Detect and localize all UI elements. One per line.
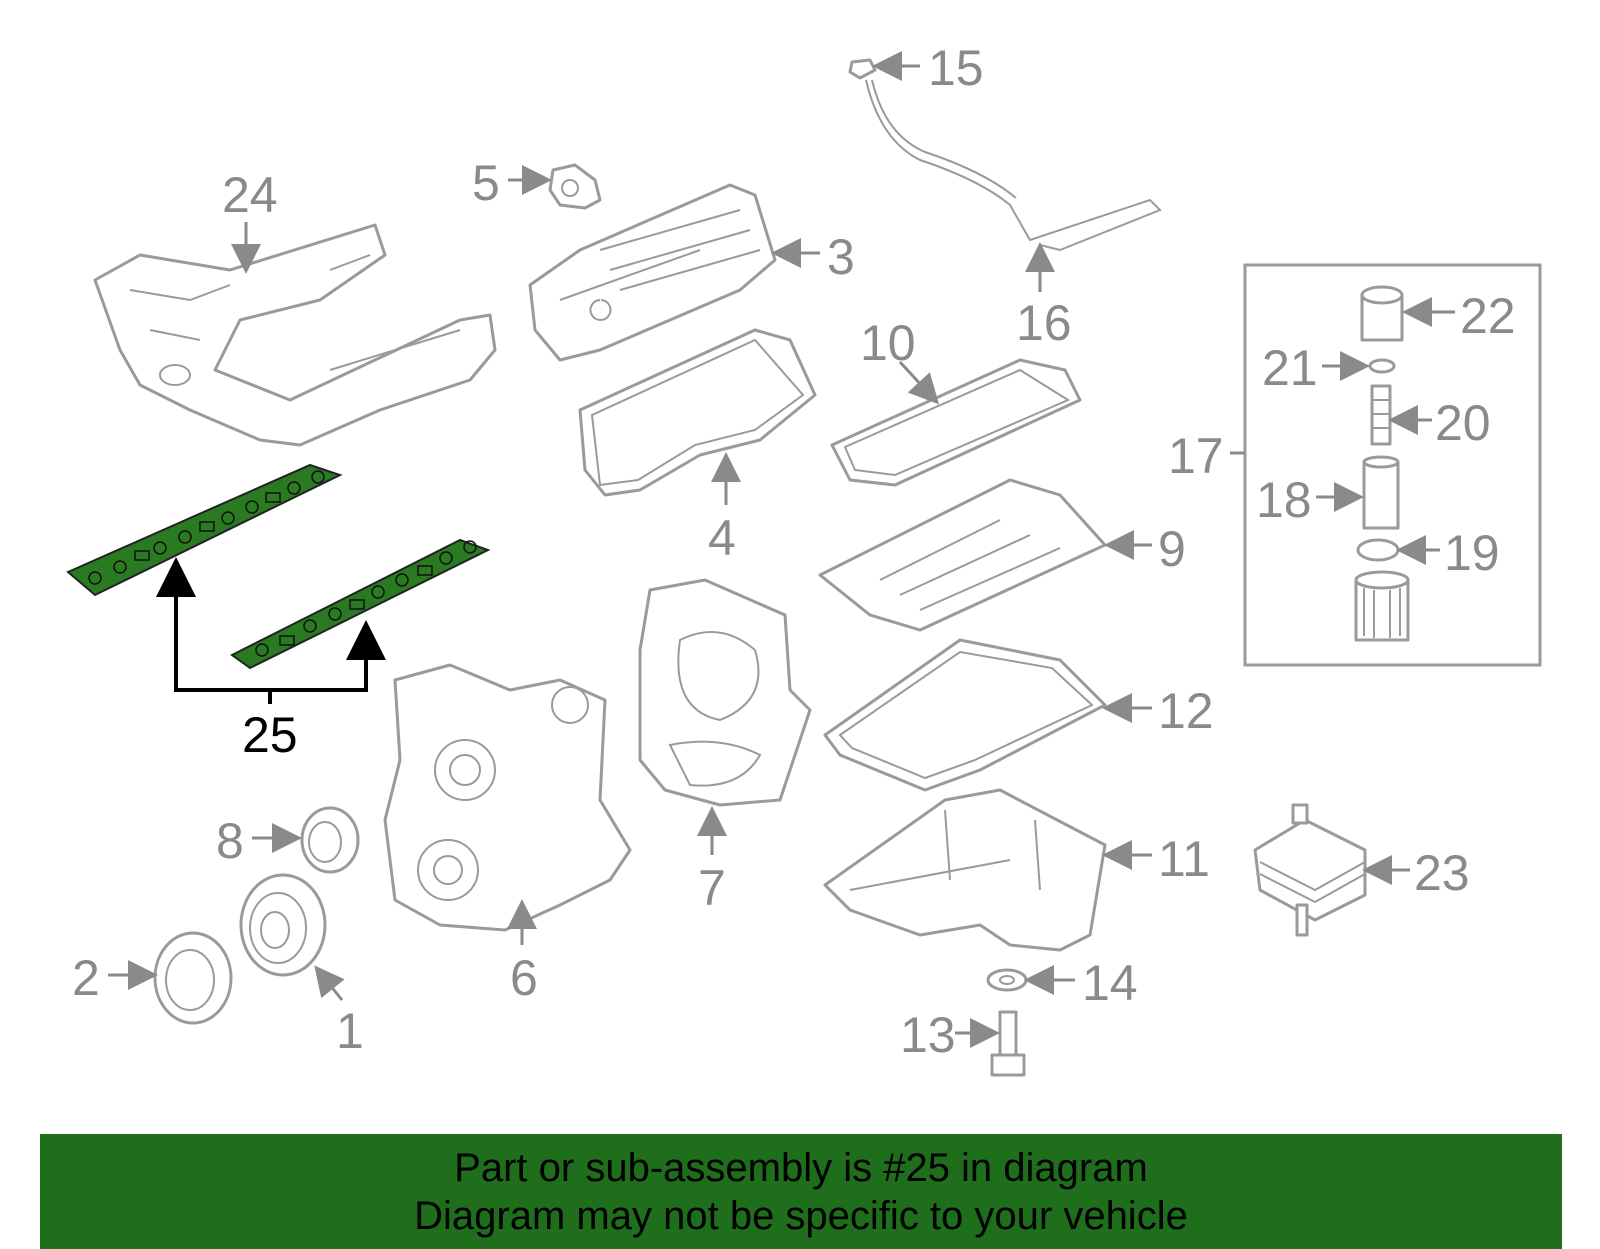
callout-16: 16 <box>1016 295 1072 351</box>
callout-25: 25 <box>242 707 298 763</box>
callout-23: 23 <box>1414 845 1470 901</box>
part-4-gasket[interactable] <box>578 328 817 497</box>
callout-5: 5 <box>472 155 500 211</box>
part-7-cover-gasket[interactable] <box>638 578 812 807</box>
part-13-drain-bolt[interactable] <box>990 1010 1026 1077</box>
part-22-filter-cap[interactable] <box>1360 285 1404 342</box>
callout-8: 8 <box>216 813 244 869</box>
part-16-dipstick-tube[interactable] <box>865 79 1162 252</box>
callout-14: 14 <box>1082 955 1138 1011</box>
part-14-washer[interactable] <box>986 968 1028 992</box>
callout-15: 15 <box>928 40 984 96</box>
part-10-gasket[interactable] <box>830 358 1082 487</box>
part-21-o-ring[interactable] <box>1368 358 1396 374</box>
part-25-gaskets[interactable] <box>66 463 491 670</box>
callout-10: 10 <box>860 315 916 371</box>
callout-24: 24 <box>222 167 278 223</box>
part-17-filter-box[interactable] <box>1243 263 1542 667</box>
part-24-manifold[interactable] <box>93 223 497 447</box>
filter-canister[interactable] <box>1354 570 1410 642</box>
part-20-stem[interactable] <box>1370 384 1392 446</box>
callout-4: 4 <box>708 510 736 566</box>
callout-19: 19 <box>1444 525 1500 581</box>
callout-2: 2 <box>72 950 100 1006</box>
callout-1: 1 <box>336 1003 364 1059</box>
callout-21: 21 <box>1262 340 1318 396</box>
part-3-valve-cover[interactable] <box>528 183 777 362</box>
part-2-pulley[interactable] <box>153 931 233 1025</box>
part-19-o-ring[interactable] <box>1356 538 1400 562</box>
part-12-pan-gasket[interactable] <box>823 638 1107 792</box>
banner-line-1: Part or sub-assembly is #25 in diagram <box>454 1146 1148 1190</box>
part-23-oil-cooler[interactable] <box>1253 803 1367 937</box>
part-8-seal[interactable] <box>300 806 360 874</box>
part-6-timing-cover[interactable] <box>383 663 632 932</box>
callout-6: 6 <box>510 950 538 1006</box>
callout-22: 22 <box>1460 288 1516 344</box>
part-11-oil-pan[interactable] <box>823 788 1107 952</box>
callout-11: 11 <box>1158 831 1210 887</box>
banner-line-2: Diagram may not be specific to your vehi… <box>414 1194 1188 1238</box>
part-18-filter-element[interactable] <box>1362 455 1400 530</box>
part-5-cap[interactable] <box>548 163 602 210</box>
callout-3: 3 <box>827 229 855 285</box>
part-1-balancer[interactable] <box>239 873 327 977</box>
part-9-tray[interactable] <box>818 478 1107 632</box>
callout-13: 13 <box>900 1007 956 1063</box>
callout-7: 7 <box>698 860 726 916</box>
callout-20: 20 <box>1435 395 1491 451</box>
callout-12: 12 <box>1158 683 1214 739</box>
callout-17: 17 <box>1168 428 1224 484</box>
part-15-dipstick-handle[interactable] <box>848 58 877 80</box>
info-banner: Part or sub-assembly is #25 in diagram D… <box>40 1134 1562 1249</box>
callout-18: 18 <box>1256 472 1312 528</box>
callout-9: 9 <box>1158 521 1186 577</box>
